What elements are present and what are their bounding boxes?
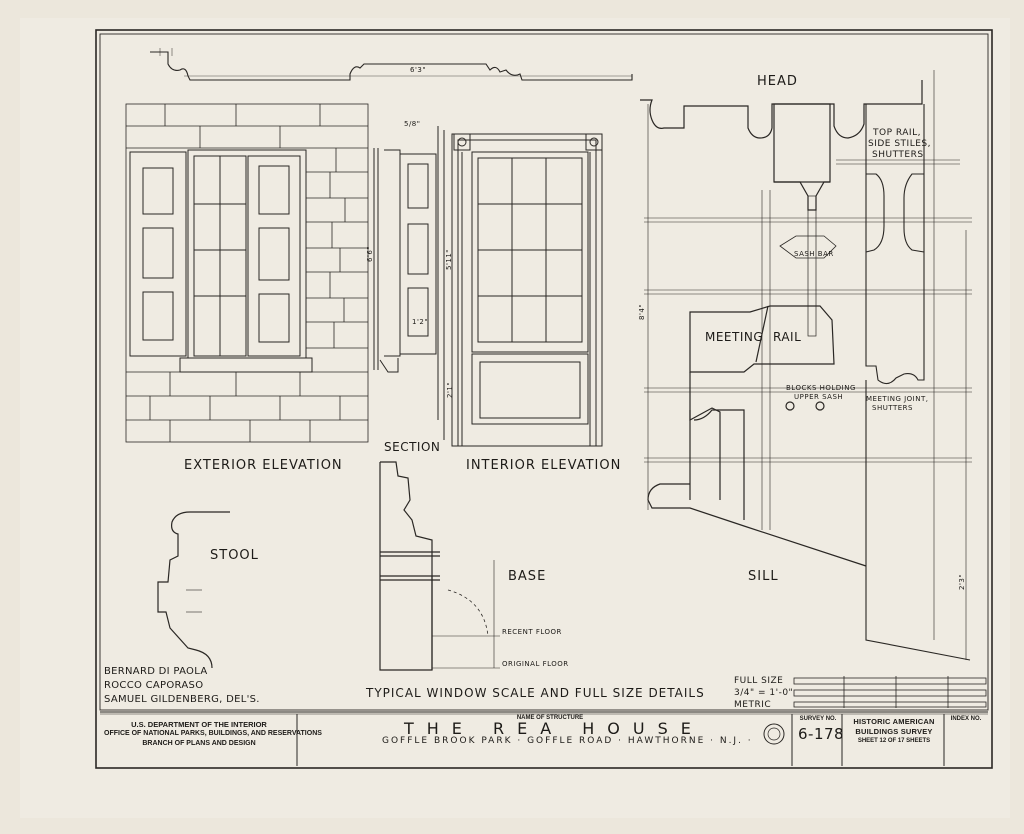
survey-title-2: BUILDINGS SURVEY xyxy=(855,727,933,736)
meeting-rail xyxy=(647,305,867,567)
dim-6-6: 6'6" xyxy=(366,245,374,262)
delineator-2: ROCCO CAPORASO xyxy=(104,680,204,691)
label-section: SECTION xyxy=(384,440,441,454)
interior-elevation xyxy=(451,133,603,447)
dim-2-3: 2'3" xyxy=(958,573,966,590)
structure-name: THE REA HOUSE xyxy=(404,719,704,738)
projection-lines xyxy=(644,70,972,660)
label-interior-elevation: INTERIOR ELEVATION xyxy=(466,458,622,473)
dim-8-4: 8'4" xyxy=(638,303,646,320)
window-section xyxy=(373,126,445,440)
label-sill: SILL xyxy=(748,569,779,584)
label-head: HEAD xyxy=(757,74,798,89)
note-top-rail: TOP RAIL, xyxy=(873,128,921,138)
scale-ratio: 3/4" = 1'-0" xyxy=(734,688,794,698)
index-no-label: INDEX NO. xyxy=(950,716,982,722)
scale-metric: METRIC xyxy=(734,700,772,710)
dim-6-3: 6'3" xyxy=(410,66,427,74)
architrave-profile xyxy=(150,51,633,81)
note-rail: RAIL xyxy=(773,330,802,344)
survey-no-label: SURVEY NO. xyxy=(799,716,837,722)
note-upper-sash: UPPER SASH xyxy=(794,393,844,401)
label-stool: STOOL xyxy=(210,548,259,563)
note-original-floor: ORIGINAL FLOOR xyxy=(502,660,569,668)
head-detail xyxy=(640,80,923,337)
dim-5-11: 5'11" xyxy=(445,248,453,270)
note-meeting-joint: MEETING JOINT, xyxy=(866,395,929,403)
note-sash-bar: SASH BAR xyxy=(794,250,834,258)
dim-1-2: 1'2" xyxy=(412,318,429,326)
agency-line-2: OFFICE OF NATIONAL PARKS, BUILDINGS, AND… xyxy=(104,730,322,737)
note-blocks-holding: BLOCKS HOLDING xyxy=(786,384,856,392)
dim-5-8: 5/8" xyxy=(404,120,421,128)
drawing-caption: TYPICAL WINDOW SCALE AND FULL SIZE DETAI… xyxy=(366,686,705,700)
base-detail xyxy=(379,461,500,671)
survey-title-1: HISTORIC AMERICAN xyxy=(853,717,935,726)
name-of-structure-label: NAME OF STRUCTURE xyxy=(516,715,584,721)
delineator-1: BERNARD DI PAOLA xyxy=(104,666,208,677)
sheet-info: SHEET 12 OF 17 SHEETS xyxy=(857,738,931,744)
stool-detail xyxy=(157,511,230,669)
dim-2-1: 2'1" xyxy=(446,381,454,398)
structure-location: GOFFLE BROOK PARK · GOFFLE ROAD · HAWTHO… xyxy=(382,736,753,746)
scale-full-size: FULL SIZE xyxy=(734,676,784,686)
survey-no: 6-178 xyxy=(798,725,845,743)
note-side-stiles: SIDE STILES, xyxy=(868,139,931,149)
exterior-elevation xyxy=(125,103,369,443)
label-base: BASE xyxy=(508,569,547,584)
note-shutters: SHUTTERS xyxy=(872,150,924,160)
shutter-profile xyxy=(865,104,971,661)
title-block-frame xyxy=(100,711,988,766)
delineator-3: SAMUEL GILDENBERG, DEL'S. xyxy=(104,694,260,705)
sheet-border xyxy=(95,29,993,769)
note-shutters-2: SHUTTERS xyxy=(872,404,913,412)
note-recent-floor: RECENT FLOOR xyxy=(502,628,562,636)
agency-line-3: BRANCH OF PLANS AND DESIGN xyxy=(142,740,256,747)
agency-line-1: U.S. DEPARTMENT OF THE INTERIOR xyxy=(131,720,267,729)
scale-bars xyxy=(793,676,987,708)
note-meeting: MEETING xyxy=(705,330,764,344)
label-exterior-elevation: EXTERIOR ELEVATION xyxy=(184,458,343,473)
survey-seal-icon xyxy=(763,723,785,745)
exterior-window xyxy=(129,149,313,373)
